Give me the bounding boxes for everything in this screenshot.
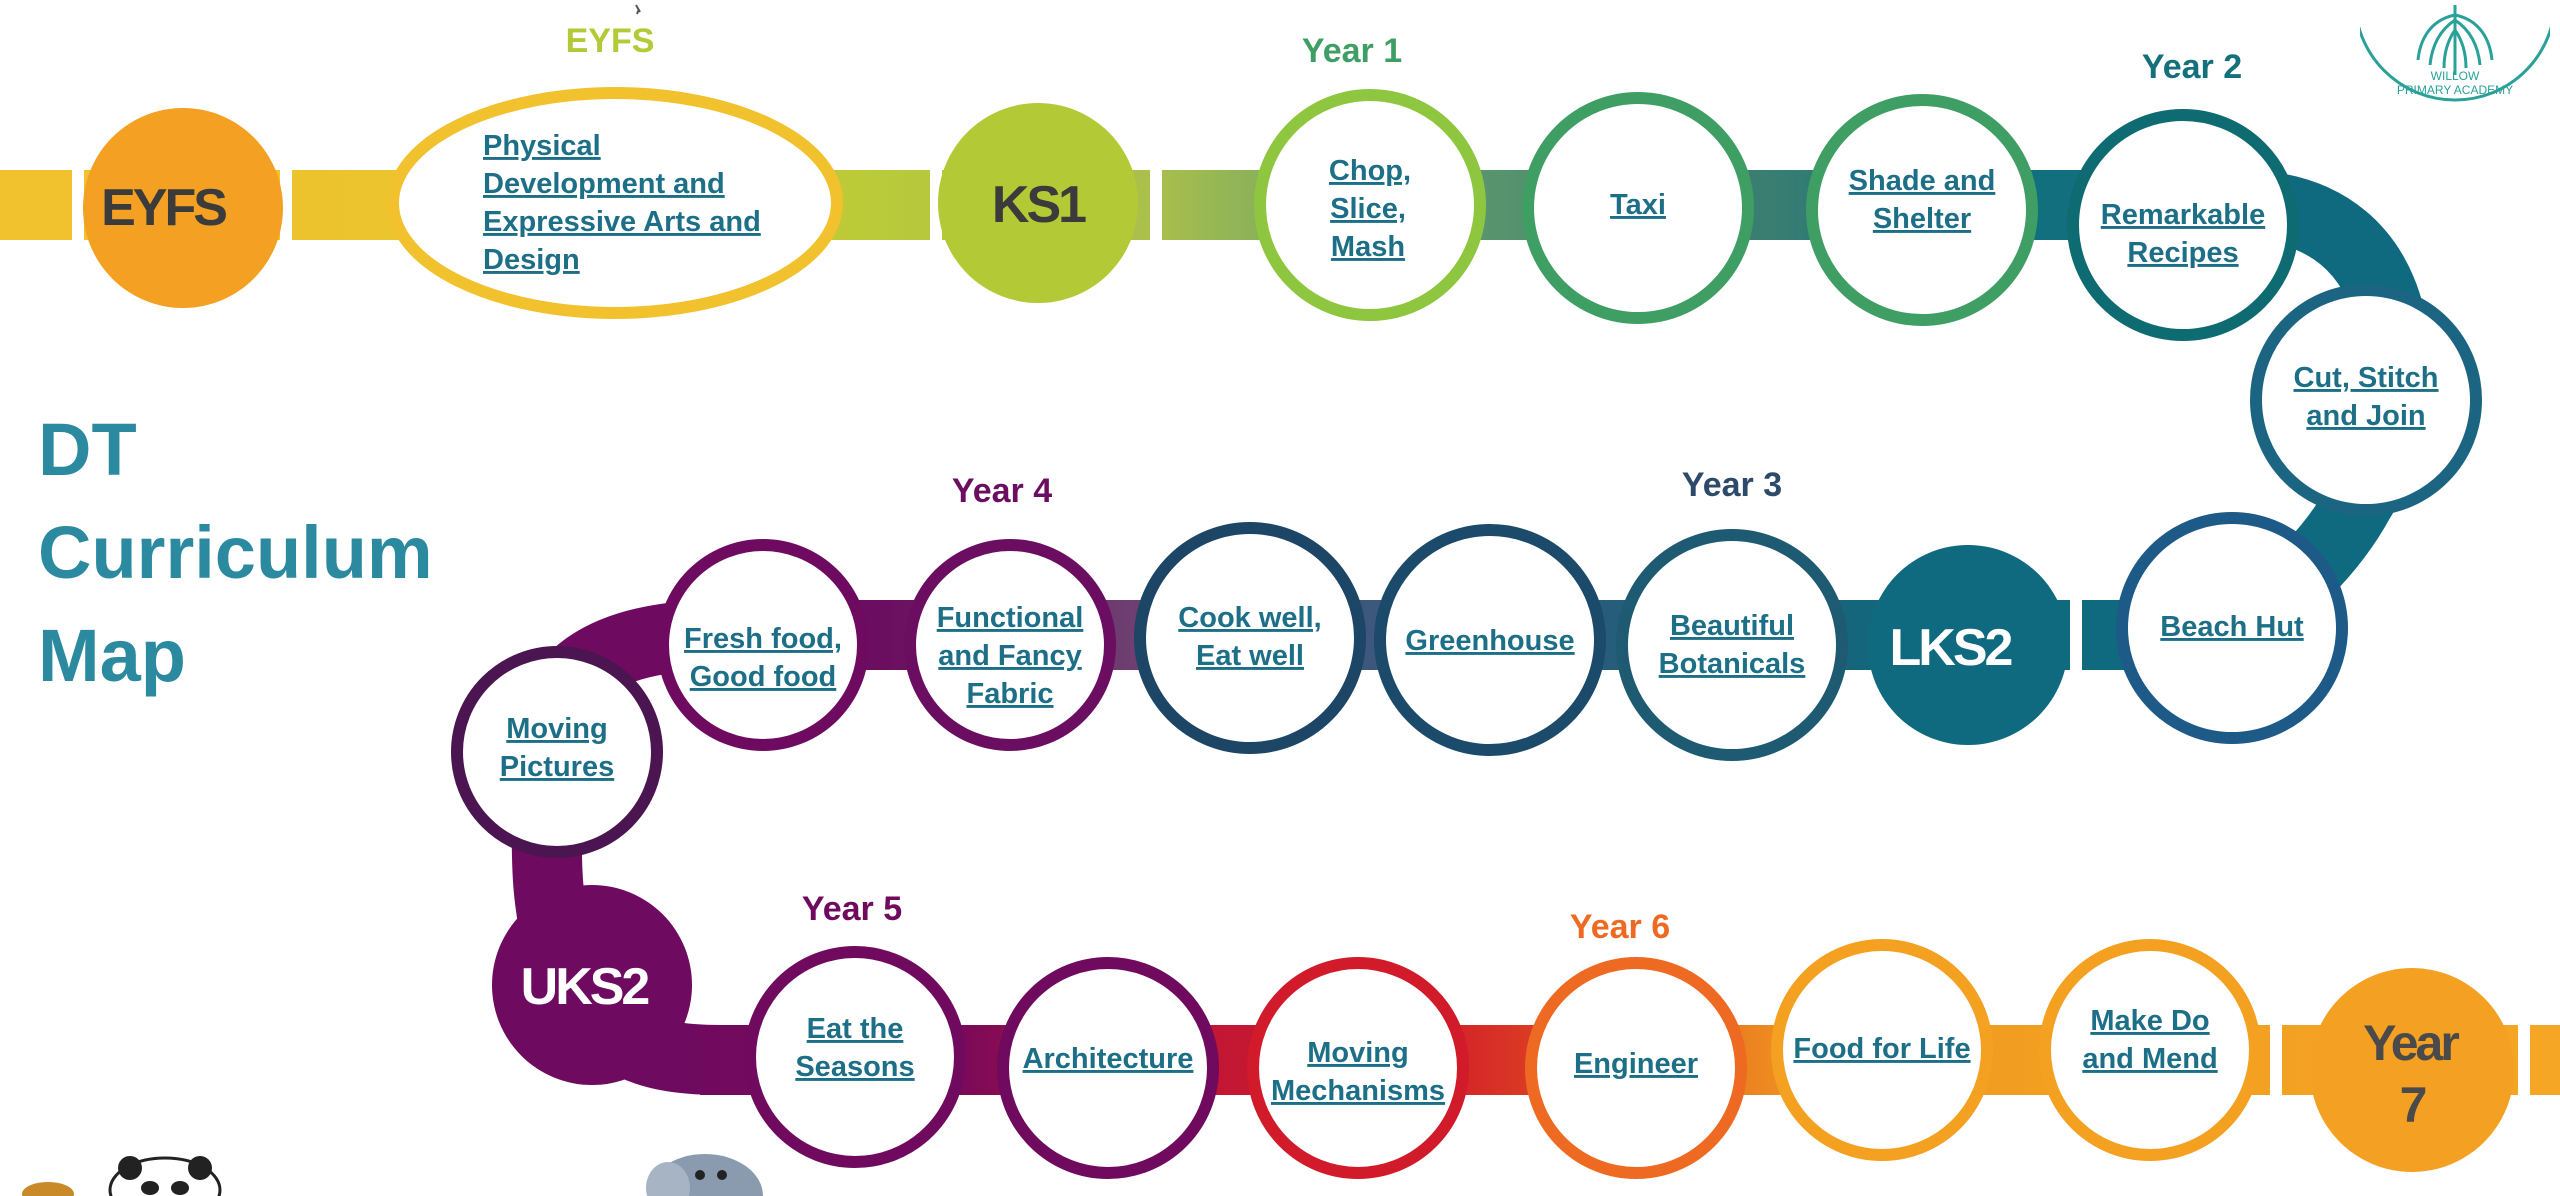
project-label-line: Shelter [1873, 203, 1971, 235]
year-label-year2: Year 2 [2142, 48, 2242, 86]
project-label-line: Moving [506, 713, 608, 745]
key-stage-ks1: KS1 [938, 103, 1138, 303]
key-stage-year7: Year 7 [2310, 968, 2514, 1172]
project-eat-the-seasons[interactable]: Eat the Seasons [744, 946, 966, 1168]
road-gap [280, 160, 292, 250]
project-label-line: Moving [1307, 1037, 1409, 1069]
project-label-line: Expressive Arts and [483, 206, 761, 238]
project-label-line: Beach Hut [2160, 611, 2304, 643]
project-fresh-food-good-food[interactable]: Fresh food, Good food [657, 539, 869, 751]
project-label-line: Remarkable [2101, 199, 2265, 231]
project-label-line: Physical [483, 130, 601, 162]
title-line-2: Curriculum [38, 511, 433, 594]
project-taxi[interactable]: Taxi [1522, 92, 1754, 324]
lion-illustration [22, 1182, 74, 1196]
project-cook-well-eat-well[interactable]: Cook well, Eat well [1134, 522, 1366, 754]
project-label-line: Good food [690, 661, 837, 693]
project-label-line: and Join [2306, 400, 2425, 432]
project-label-line: and Fancy [938, 640, 1081, 672]
project-label-line: Beautiful [1670, 610, 1794, 642]
road-gap [2518, 1015, 2530, 1105]
project-label-line: Seasons [795, 1051, 914, 1083]
year-label-year6: Year 6 [1570, 908, 1670, 946]
willow-tree-icon [2416, 5, 2494, 75]
project-make-do-and-mend[interactable]: Make Do and Mend [2039, 939, 2261, 1161]
key-stage-lks2: LKS2 [1868, 545, 2068, 745]
project-beautiful-botanicals[interactable]: Beautiful Botanicals [1616, 529, 1848, 761]
project-engineer[interactable]: Engineer [1525, 957, 1747, 1179]
year-label-year4: Year 4 [952, 472, 1052, 510]
project-label-line: Fabric [966, 678, 1053, 710]
project-label-line: Food for Life [1793, 1033, 1970, 1065]
project-label-line: Make Do [2090, 1005, 2209, 1037]
project-label-line: Mechanisms [1271, 1075, 1445, 1107]
project-architecture[interactable]: Architecture [997, 957, 1219, 1179]
project-label-line: Shade and [1849, 165, 1996, 197]
elephant-illustration [646, 1154, 763, 1196]
project-moving-pictures[interactable]: Moving Pictures [451, 646, 663, 858]
project-label-line: Eat the [807, 1013, 904, 1045]
project-eyfs-physical-development[interactable]: Physical Development and Expressive Arts… [387, 87, 843, 319]
title-line-3: Map [38, 614, 186, 697]
project-food-for-life[interactable]: Food for Life [1771, 939, 1993, 1161]
project-label-line: Cook well, [1178, 602, 1321, 634]
logo-line-1: WILLOW [2431, 69, 2480, 83]
project-cut-stitch-join[interactable]: Cut, Stitch and Join [2250, 284, 2482, 516]
logo-line-2: PRIMARY ACADEMY [2397, 83, 2513, 97]
project-label-line: Pictures [500, 751, 614, 783]
project-chop-slice-mash[interactable]: Chop, Slice, Mash [1254, 89, 1486, 321]
key-stage-year7-line2: 7 [2400, 1077, 2426, 1133]
title-line-1: DT [38, 408, 137, 491]
key-stage-uks2: UKS2 [492, 885, 692, 1085]
road-gap [2270, 1015, 2282, 1105]
project-label-line: Engineer [1574, 1048, 1698, 1080]
project-label-line: Mash [1331, 231, 1405, 263]
key-stage-eyfs: EYFS [83, 108, 283, 308]
project-label-line: Architecture [1023, 1043, 1194, 1075]
project-label-line: Design [483, 244, 580, 276]
project-shade-and-shelter[interactable]: Shade and Shelter [1806, 94, 2038, 326]
road-gap [1150, 160, 1162, 250]
road-gap [72, 160, 84, 250]
project-label-line: Functional [937, 602, 1084, 634]
year-label-year5: Year 5 [802, 890, 902, 928]
project-label-line: Eat well [1196, 640, 1304, 672]
project-label-line: and Mend [2082, 1043, 2217, 1075]
key-stage-ks1-label: KS1 [992, 176, 1086, 234]
panda-illustration [108, 1156, 222, 1196]
project-label-line: Taxi [1610, 189, 1666, 221]
project-greenhouse[interactable]: Greenhouse [1374, 524, 1606, 756]
school-logo: WILLOW PRIMARY ACADEMY [2360, 0, 2550, 102]
project-label-line: Botanicals [1659, 648, 1806, 680]
key-stage-year7-line1: Year [2363, 1015, 2459, 1071]
decorative-mark [635, 4, 641, 15]
project-label-line: Development and [483, 168, 725, 200]
project-label-line: Slice, [1330, 193, 1406, 225]
project-beach-hut[interactable]: Beach Hut [2116, 512, 2348, 744]
project-functional-fancy-fabric[interactable]: Functional and Fancy Fabric [904, 539, 1116, 751]
page-title: DT Curriculum Map [38, 398, 433, 707]
project-label-line: Fresh food, [684, 623, 842, 655]
year-label-year3: Year 3 [1682, 466, 1782, 504]
year-label-eyfs: EYFS [566, 22, 655, 60]
year-label-year1: Year 1 [1302, 32, 1402, 70]
road-gap [2070, 590, 2082, 680]
key-stage-uks2-label: UKS2 [521, 958, 649, 1016]
project-label-line: Recipes [2127, 237, 2238, 269]
project-label-line: Cut, Stitch [2294, 362, 2439, 394]
project-remarkable-recipes[interactable]: Remarkable Recipes [2067, 109, 2299, 341]
project-label-line: Chop, [1329, 155, 1411, 187]
road-gap [930, 160, 942, 250]
key-stage-lks2-label: LKS2 [1890, 619, 2012, 677]
key-stage-eyfs-label: EYFS [101, 179, 226, 237]
project-label-line: Greenhouse [1405, 625, 1574, 657]
project-moving-mechanisms[interactable]: Moving Mechanisms [1247, 957, 1469, 1179]
